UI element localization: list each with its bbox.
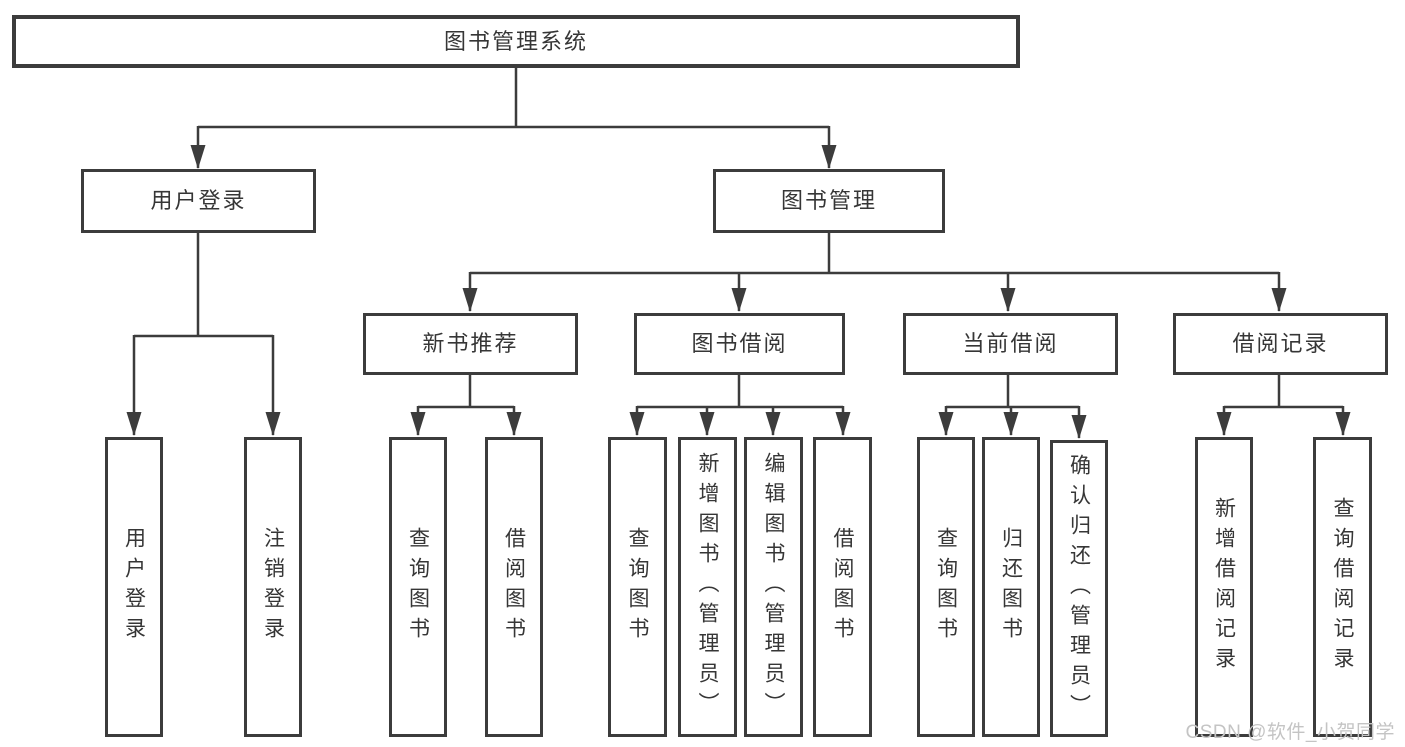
leaf-borrow-query-books: 查询图书 (608, 437, 667, 737)
leaf-newbook-borrow-books: 借阅图书 (485, 437, 543, 737)
leaf-newbook-query-books: 查询图书 (389, 437, 447, 737)
connector-user-login-children (126, 233, 281, 436)
node-new-book-recommend: 新书推荐 (363, 313, 578, 375)
leaf-current-confirm-return-admin: 确认归还（管理员） (1050, 440, 1108, 737)
leaf-current-return-books: 归还图书 (982, 437, 1040, 737)
leaf-records-query-record: 查询借阅记录 (1313, 437, 1372, 737)
node-user-login: 用户登录 (81, 169, 316, 233)
connector-book-mgmt-children (462, 233, 1287, 312)
leaf-borrow-borrow-books: 借阅图书 (813, 437, 872, 737)
connector-new-book-children (410, 375, 522, 436)
leaf-records-add-record: 新增借阅记录 (1195, 437, 1253, 737)
connector-book-borrow-children (629, 375, 851, 436)
csdn-watermark: CSDN @软件_小贺同学 (1185, 722, 1395, 743)
leaf-logout: 注销登录 (244, 437, 302, 737)
connector-root-to-level2 (190, 68, 837, 169)
leaf-user-login: 用户登录 (105, 437, 163, 737)
node-borrow-records: 借阅记录 (1173, 313, 1388, 375)
leaf-current-query-books: 查询图书 (917, 437, 975, 737)
node-book-borrow: 图书借阅 (634, 313, 845, 375)
connector-borrow-records-children (1216, 375, 1351, 436)
connector-current-borrow-children (938, 375, 1087, 439)
leaf-borrow-add-books-admin: 新增图书（管理员） (678, 437, 737, 737)
node-current-borrow: 当前借阅 (903, 313, 1118, 375)
node-book-management: 图书管理 (713, 169, 945, 233)
node-root-system: 图书管理系统 (12, 15, 1020, 68)
leaf-borrow-edit-books-admin: 编辑图书（管理员） (744, 437, 803, 737)
